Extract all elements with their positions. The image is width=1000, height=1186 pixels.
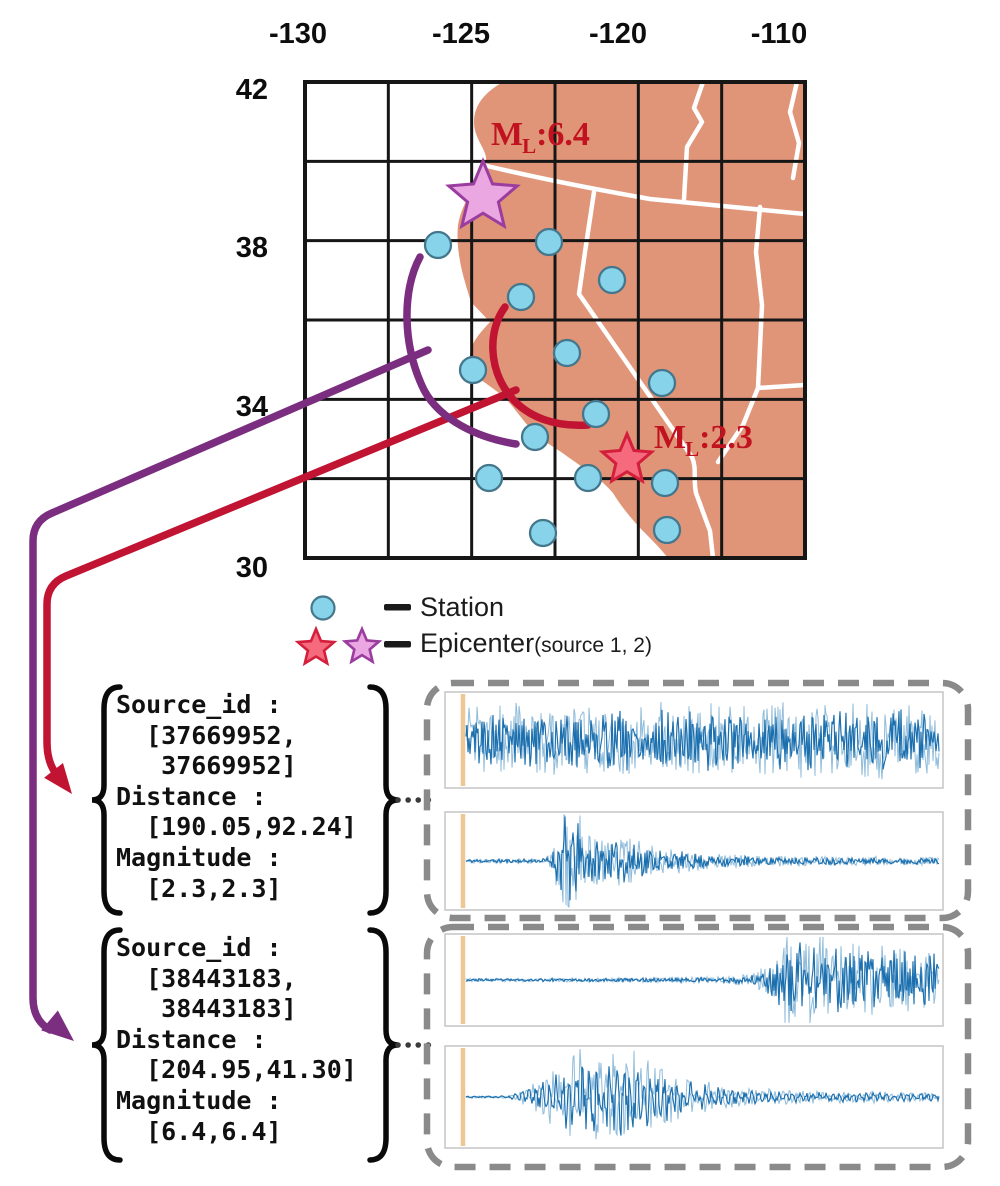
waveform-group1-dashed-border	[423, 679, 972, 922]
source1-arrow-line	[43, 386, 520, 780]
arrow-layer	[29, 253, 592, 1041]
legend-epicenter-text: Epicenter	[420, 628, 535, 658]
stations-layer	[423, 227, 682, 548]
magnitude-label-source2: ML:6.4	[491, 116, 590, 158]
station-marker	[647, 368, 677, 398]
station-marker	[474, 463, 504, 493]
source1-arrowhead-icon	[44, 762, 72, 794]
legend-epicenter-label: Epicenter(source 1, 2)	[420, 628, 652, 659]
legend-dash-icon	[384, 604, 411, 611]
y-tick: 42	[235, 74, 268, 106]
epicenter-star-source2	[445, 157, 521, 230]
state-line-nevada-utah	[753, 204, 805, 391]
legend-dash-icon	[384, 641, 411, 648]
left-brace	[91, 684, 123, 916]
y-tick: 34	[235, 391, 268, 423]
station-marker	[597, 265, 627, 295]
x-tick: -120	[588, 18, 648, 50]
station-marker	[573, 463, 603, 493]
station-marker	[534, 227, 564, 257]
magnitude-label-sub: L	[522, 134, 537, 158]
source2-arrowhead-icon	[41, 1010, 74, 1041]
source-metadata-line: Distance :	[116, 1024, 267, 1054]
magnitude-label-value: :2.3	[699, 419, 753, 456]
magnitude-label-source1: ML:2.3	[654, 419, 753, 461]
map-border	[303, 80, 807, 560]
source2-station-arc	[403, 253, 520, 448]
station-marker	[528, 518, 558, 548]
source-metadata-line: Source_id :	[116, 690, 282, 719]
station-marker	[423, 230, 453, 260]
state-line-north	[480, 162, 805, 217]
legend-symbols	[294, 595, 411, 667]
source-metadata-line: 37669952]	[116, 751, 297, 781]
magnitude-label-value: :6.4	[536, 116, 590, 153]
source-metadata-line: [204.95,41.30]	[116, 1055, 357, 1085]
station-marker	[458, 355, 488, 385]
source-metadata-line: Magnitude :	[116, 1085, 282, 1115]
seismogram-trace	[465, 709, 940, 771]
source-metadata-line: [6.4,6.4]	[116, 1116, 282, 1146]
source-metadata-line: [37669952,	[116, 720, 297, 750]
magnitude-label-sub: L	[685, 437, 700, 461]
source-metadata-line: Source_id :	[116, 933, 282, 962]
right-brace	[367, 684, 399, 916]
map-grid	[303, 80, 807, 560]
legend-epicenter-red-star-icon	[294, 625, 338, 667]
state-line-california-nevada	[576, 189, 716, 558]
station-marker	[506, 282, 536, 312]
station-marker	[581, 399, 611, 429]
station-marker	[520, 422, 550, 452]
state-line-idaho-wiggle	[681, 82, 706, 202]
y-tick: 30	[235, 552, 268, 584]
seismogram-trace	[465, 701, 940, 780]
station-marker	[650, 468, 680, 498]
legend-epicenter-violet-star-icon	[341, 625, 383, 665]
source2-brace-group	[91, 927, 433, 1163]
station-marker	[652, 515, 682, 545]
source2-arrow-line	[29, 346, 432, 1034]
source-metadata-line: [38443183,	[116, 963, 297, 993]
magnitude-label-m: M	[491, 116, 524, 153]
source-metadata-line: [190.05,92.24]	[116, 812, 357, 842]
source1-metadata: Source_id : [37669952, 37669952]Distance…	[116, 690, 357, 904]
legend-station-icon	[310, 595, 336, 621]
left-brace	[91, 927, 123, 1163]
right-brace	[367, 927, 399, 1163]
source-metadata-line: Magnitude :	[116, 842, 282, 872]
epicenter-star-source1	[598, 430, 656, 485]
seismogram-trace	[465, 816, 940, 901]
waveform-group2-dashed-border	[423, 923, 972, 1171]
y-tick: 38	[235, 232, 268, 264]
seismogram-trace	[465, 1066, 940, 1136]
station-marker	[552, 338, 582, 368]
source1-brace-group	[91, 684, 433, 916]
x-tick: -110	[750, 18, 808, 50]
source-metadata-line: 38443183]	[116, 994, 297, 1024]
seismogram-trace	[465, 942, 940, 1013]
magnitude-label-m: M	[654, 419, 687, 456]
x-tick: -125	[431, 18, 491, 50]
legend-station-label: Station	[420, 592, 505, 622]
source-metadata-line: Distance :	[116, 781, 267, 811]
x-tick: -130	[268, 18, 328, 50]
source2-metadata: Source_id : [38443183, 38443183]Distance…	[116, 933, 357, 1147]
source-metadata-line: [2.3,2.3]	[116, 873, 282, 903]
legend-epicenter-note: (source 1, 2)	[534, 634, 652, 657]
